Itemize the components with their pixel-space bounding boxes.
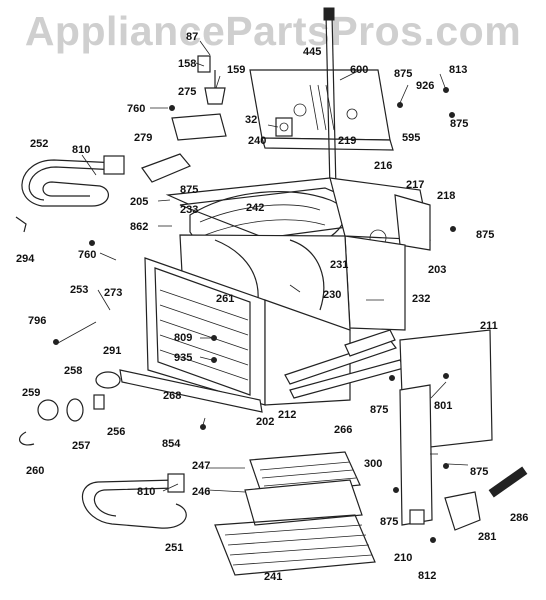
label-258: 258 xyxy=(64,365,82,377)
label-445: 445 xyxy=(303,46,321,58)
label-247: 247 xyxy=(192,460,210,472)
label-810: 810 xyxy=(137,486,155,498)
front-trim-268 xyxy=(119,369,263,413)
label-240: 240 xyxy=(248,135,266,147)
watermark-text: AppliancePartsPros.com xyxy=(24,8,522,54)
label-252: 252 xyxy=(30,138,48,150)
label-219: 219 xyxy=(338,135,356,147)
label-279: 279 xyxy=(134,132,152,144)
label-233: 233 xyxy=(180,204,198,216)
wire-294 xyxy=(15,216,27,233)
label-854: 854 xyxy=(162,438,181,450)
right-side-panel xyxy=(329,177,431,251)
part-279 xyxy=(141,153,191,183)
label-202: 202 xyxy=(256,416,274,428)
label-875: 875 xyxy=(476,229,494,241)
label-875: 875 xyxy=(450,118,468,130)
label-230: 230 xyxy=(323,289,341,301)
label-813: 813 xyxy=(449,64,467,76)
bottom-channels xyxy=(284,329,405,399)
label-875: 875 xyxy=(180,184,198,196)
label-812: 812 xyxy=(418,570,436,582)
label-217: 217 xyxy=(406,179,424,191)
label-212: 212 xyxy=(278,409,296,421)
door-hinge-parts xyxy=(409,466,528,531)
label-935: 935 xyxy=(174,352,192,364)
leader-lines xyxy=(57,40,469,493)
label-231: 231 xyxy=(330,259,348,271)
label-158: 158 xyxy=(178,58,196,70)
label-251: 251 xyxy=(165,542,183,554)
label-268: 268 xyxy=(163,390,181,402)
side-strip-300 xyxy=(399,384,433,526)
part-labels: 87 445 600 875 926 813 158 159 760 275 3… xyxy=(16,31,528,583)
label-205: 205 xyxy=(130,196,148,208)
label-760: 760 xyxy=(78,249,96,261)
label-595: 595 xyxy=(402,132,420,144)
label-875: 875 xyxy=(470,466,488,478)
lamp-parts xyxy=(18,371,121,446)
label-875: 875 xyxy=(370,404,388,416)
label-218: 218 xyxy=(437,190,455,202)
label-242: 242 xyxy=(246,202,264,214)
label-875: 875 xyxy=(394,68,412,80)
label-211: 211 xyxy=(480,320,498,332)
label-600: 600 xyxy=(350,64,368,76)
label-281: 281 xyxy=(478,531,496,543)
label-291: 291 xyxy=(103,345,121,357)
label-246: 246 xyxy=(192,486,210,498)
label-261: 261 xyxy=(216,293,234,305)
label-216: 216 xyxy=(374,160,392,172)
label-801: 801 xyxy=(434,400,452,412)
label-203: 203 xyxy=(428,264,446,276)
oven-rack-241 xyxy=(214,514,376,576)
label-266: 266 xyxy=(334,424,352,436)
label-294: 294 xyxy=(16,253,35,265)
label-273: 273 xyxy=(104,287,122,299)
label-241: 241 xyxy=(264,571,282,583)
label-260: 260 xyxy=(26,465,44,477)
rear-panel xyxy=(249,7,394,191)
bracket-275 xyxy=(171,113,227,141)
label-232: 232 xyxy=(412,293,430,305)
label-253: 253 xyxy=(70,284,88,296)
label-259: 259 xyxy=(22,387,40,399)
label-159: 159 xyxy=(227,64,245,76)
broil-element-252 xyxy=(21,155,125,207)
label-87: 87 xyxy=(186,31,198,43)
label-286: 286 xyxy=(510,512,528,524)
label-810: 810 xyxy=(72,144,90,156)
label-760: 760 xyxy=(127,103,145,115)
label-875: 875 xyxy=(380,516,398,528)
label-862: 862 xyxy=(130,221,148,233)
oven-liner xyxy=(144,234,351,406)
label-300: 300 xyxy=(364,458,382,470)
label-210: 210 xyxy=(394,552,412,564)
label-796: 796 xyxy=(28,315,46,327)
label-275: 275 xyxy=(178,86,196,98)
screws xyxy=(53,87,456,543)
label-257: 257 xyxy=(72,440,90,452)
label-32: 32 xyxy=(245,114,257,126)
side-panel-203 xyxy=(344,235,406,331)
broil-pan xyxy=(244,451,363,526)
label-809: 809 xyxy=(174,332,192,344)
label-256: 256 xyxy=(107,426,125,438)
label-926: 926 xyxy=(416,80,434,92)
bake-element-251 xyxy=(81,473,187,529)
